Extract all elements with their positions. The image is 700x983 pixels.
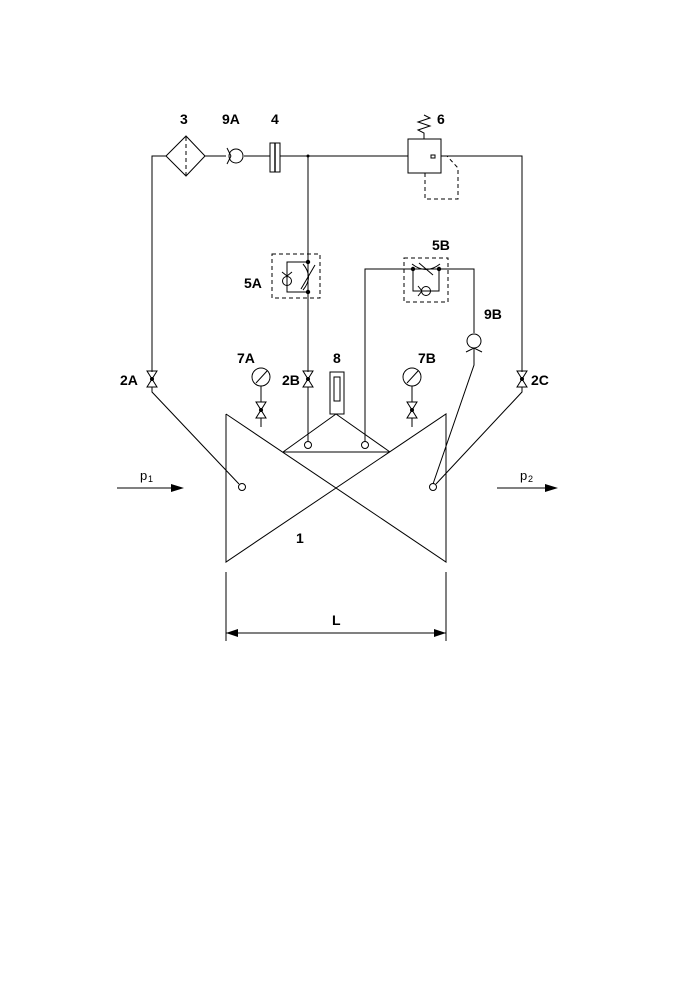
gauge-7a-needle bbox=[255, 370, 268, 384]
flow-control-5a-box bbox=[271, 253, 321, 299]
fc5a-node-top bbox=[305, 259, 311, 265]
fc5b-node-left bbox=[410, 266, 416, 272]
dim-arrow-right bbox=[434, 629, 446, 637]
tap-outlet bbox=[429, 483, 437, 491]
regulator-body bbox=[407, 138, 442, 174]
indicator-window bbox=[333, 376, 341, 402]
inlet-pressure-label: p1 bbox=[140, 468, 153, 484]
valve-2a-stem bbox=[150, 377, 154, 381]
gauge-7b-valve-stem bbox=[410, 408, 414, 412]
pressure-gauge-7a bbox=[251, 367, 271, 427]
outlet-pressure-sub: 2 bbox=[528, 474, 533, 484]
valve-2a-label: 2A bbox=[120, 372, 138, 388]
flow-control-5a-label: 5A bbox=[244, 275, 262, 291]
regulator-label: 6 bbox=[437, 111, 445, 127]
outlet-arrow-head bbox=[545, 484, 558, 492]
outlet-arrow bbox=[497, 484, 558, 492]
gauge-7a-valve-stem bbox=[259, 408, 263, 412]
check-valve-9a-label: 9A bbox=[222, 111, 240, 127]
tap-inlet bbox=[238, 483, 246, 491]
valve-2c-upper bbox=[516, 370, 528, 380]
top-manifold bbox=[151, 155, 523, 372]
valve-2a-upper bbox=[146, 370, 158, 380]
length-dimension bbox=[225, 572, 447, 641]
fc5b-node-right bbox=[436, 266, 442, 272]
gauge-7b-needle bbox=[406, 370, 419, 384]
fc5b-adjust-arrow bbox=[418, 262, 434, 276]
tap-bonnet-left bbox=[304, 441, 312, 449]
line-regulator-to-2c bbox=[441, 155, 523, 372]
line-9b-to-outlet bbox=[432, 348, 475, 485]
valve-2b-upper bbox=[302, 370, 314, 380]
gauge-7b-label: 7B bbox=[418, 350, 436, 366]
line-5b-to-bonnet bbox=[364, 268, 404, 442]
flow-control-5b-box bbox=[403, 257, 449, 303]
bonnet-left-line bbox=[282, 413, 337, 453]
fc5a-adjust-arrow bbox=[300, 264, 316, 290]
line-2a-to-filter bbox=[151, 155, 166, 372]
line-5b-to-9b bbox=[448, 268, 475, 333]
filter-label: 3 bbox=[180, 111, 188, 127]
indicator-label: 8 bbox=[333, 350, 341, 366]
length-label: L bbox=[332, 612, 341, 628]
needle-valve-2b bbox=[302, 370, 314, 388]
inlet-arrow bbox=[117, 484, 184, 492]
flow-control-5b bbox=[403, 257, 449, 303]
inlet-pressure-sub: 1 bbox=[148, 474, 153, 484]
orifice-label: 4 bbox=[271, 111, 279, 127]
check-seat-lower bbox=[226, 155, 232, 165]
outlet-pressure-symbol: p bbox=[520, 468, 527, 483]
fc5a-check-seat bbox=[281, 271, 293, 277]
valve-2b-label: 2B bbox=[282, 372, 300, 388]
line-2c-to-outlet bbox=[435, 387, 523, 485]
body-outline bbox=[225, 413, 447, 563]
valve-2c-label: 2C bbox=[531, 372, 549, 388]
filter-diamond bbox=[165, 135, 206, 177]
check-ball-9a bbox=[228, 148, 244, 164]
flow-control-5a bbox=[271, 253, 321, 299]
check-ball-9b bbox=[466, 333, 482, 349]
gauge-7b-valve-upper bbox=[406, 401, 418, 411]
pressure-gauge-7b bbox=[402, 367, 422, 427]
position-indicator bbox=[329, 371, 345, 415]
filter-symbol bbox=[165, 135, 206, 177]
needle-valve-2a bbox=[146, 370, 158, 388]
gauge-7a-label: 7A bbox=[237, 350, 255, 366]
outlet-pressure-label: p2 bbox=[520, 468, 533, 484]
gauge-7a-valve-upper bbox=[255, 401, 267, 411]
inlet-pressure-symbol: p bbox=[140, 468, 147, 483]
inlet-arrow-head bbox=[171, 484, 184, 492]
check-valve-9b-label: 9B bbox=[484, 306, 502, 322]
main-valve-body bbox=[225, 413, 447, 563]
check-seat-upper bbox=[226, 147, 232, 157]
valve-2b-stem bbox=[306, 377, 310, 381]
dim-arrow-left bbox=[226, 629, 238, 637]
check-valve-9a bbox=[226, 147, 244, 165]
body-label: 1 bbox=[296, 530, 304, 546]
tap-bonnet-right bbox=[361, 441, 369, 449]
orifice-plate bbox=[269, 142, 281, 173]
pressure-regulator bbox=[407, 114, 459, 200]
needle-valve-2c bbox=[516, 370, 528, 388]
regulator-port bbox=[430, 154, 436, 159]
bonnet-right-line bbox=[335, 413, 391, 453]
fc5b-bypass bbox=[412, 269, 440, 292]
regulator-pilot-line bbox=[424, 155, 459, 200]
regulator-spring bbox=[416, 114, 432, 139]
indicator-housing bbox=[329, 371, 345, 415]
fc5b-check-seat bbox=[417, 285, 423, 297]
line-2a-to-inlet bbox=[151, 387, 240, 485]
flow-control-5b-label: 5B bbox=[432, 237, 450, 253]
valve-2c-stem bbox=[520, 377, 524, 381]
